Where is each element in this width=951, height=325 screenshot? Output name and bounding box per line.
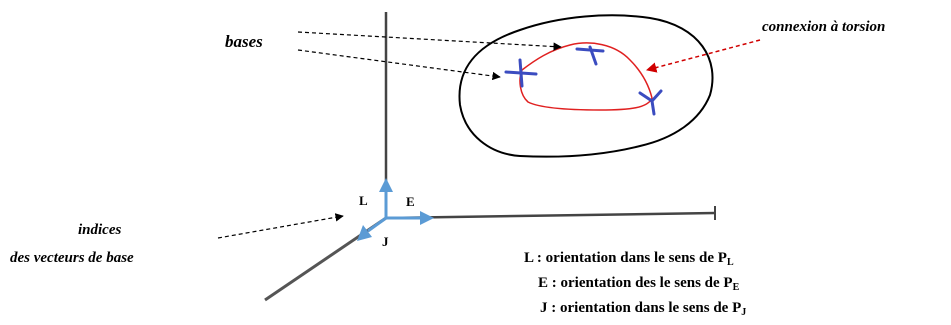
legend-line-J: J : orientation dans le sens de PJ xyxy=(540,300,746,318)
connexion-label: connexion à torsion xyxy=(762,19,885,35)
legend-E-text: E : orientation des le sens de P xyxy=(538,275,733,291)
bases-label: bases xyxy=(225,32,263,51)
frame-mark-top xyxy=(577,47,603,64)
legend-J-text: J : orientation dans le sens de P xyxy=(540,300,741,316)
basis-vector-L xyxy=(379,178,393,218)
indices-pointer xyxy=(218,216,343,238)
legend-J-subscript: J xyxy=(741,307,746,318)
bases-pointer-top xyxy=(298,32,561,47)
horizontal-axis xyxy=(386,213,715,218)
legend-line-E: E : orientation des le sens de PE xyxy=(538,275,740,293)
legend-line-L: L : orientation dans le sens de PL xyxy=(524,250,734,268)
legend-L-text: L : orientation dans le sens de P xyxy=(524,250,727,266)
indices-label-line1: indices xyxy=(78,222,121,238)
axis-label-J: J xyxy=(382,234,389,249)
basis-vector-E xyxy=(386,211,434,225)
connexion-pointer xyxy=(647,40,760,70)
axis-label-L: L xyxy=(359,193,368,208)
manifold-outline xyxy=(459,15,712,156)
torsion-loop xyxy=(520,43,652,110)
legend-L-subscript: L xyxy=(727,257,734,268)
indices-label-line2: des vecteurs de base xyxy=(10,250,134,266)
axis-label-E: E xyxy=(406,194,415,209)
legend-E-subscript: E xyxy=(733,282,740,293)
